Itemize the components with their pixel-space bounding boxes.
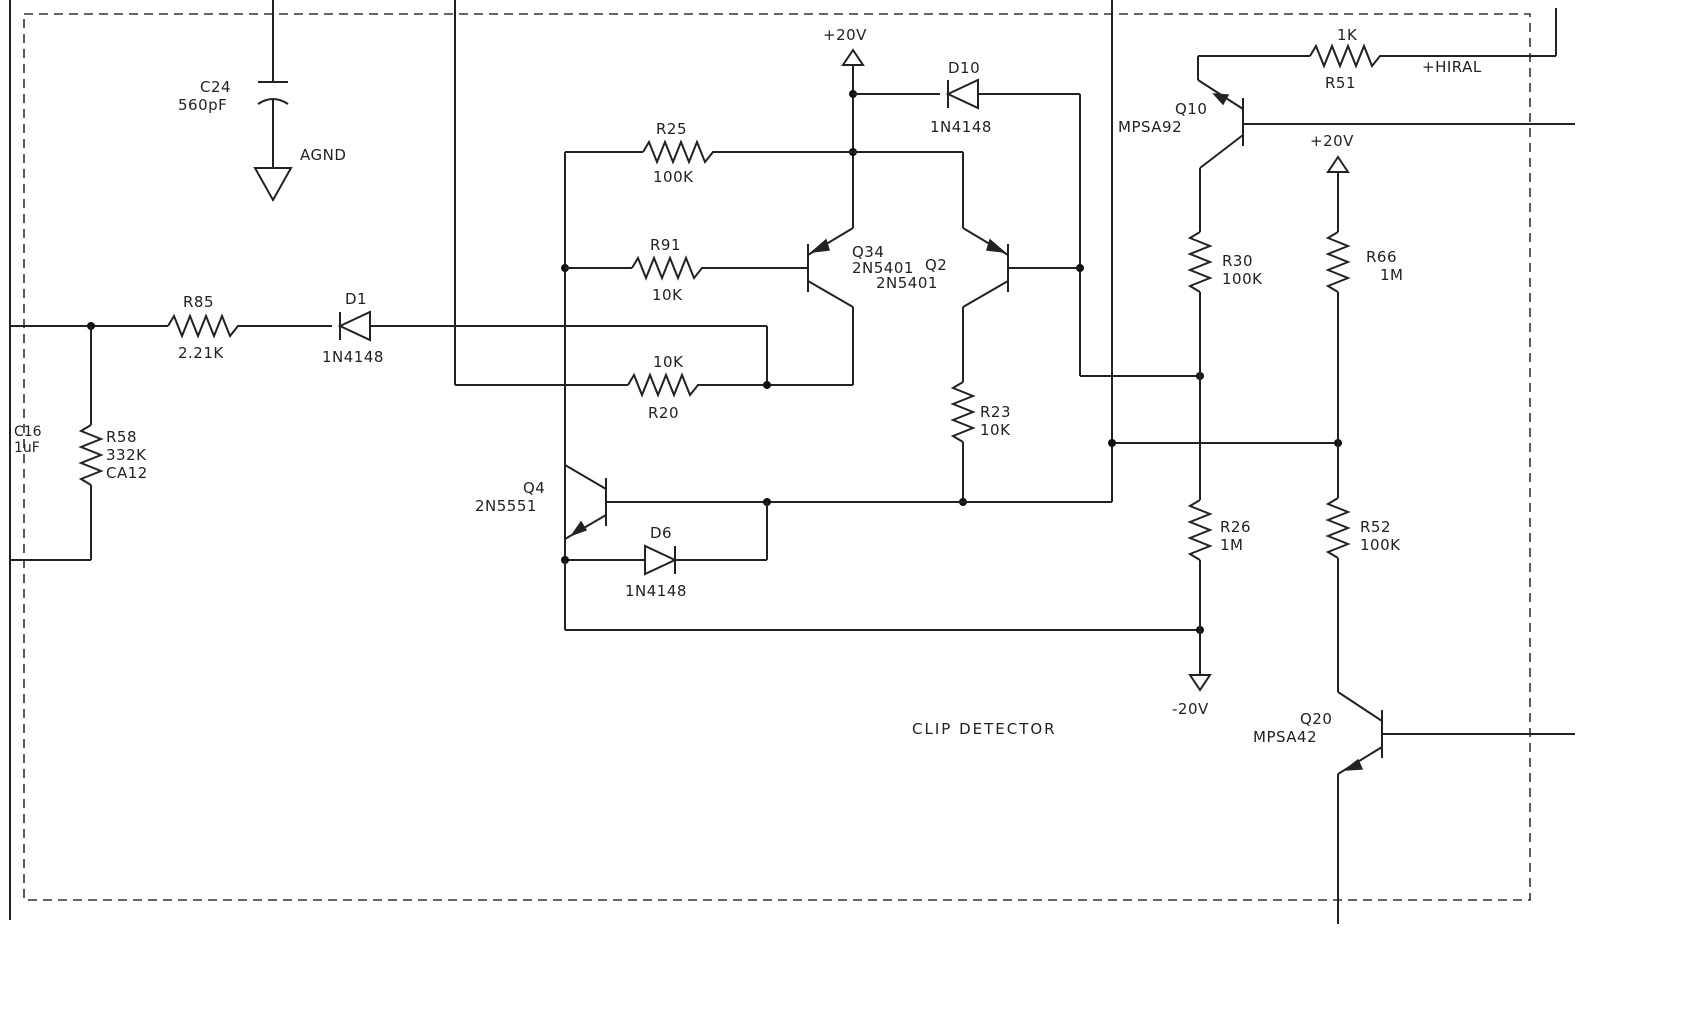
r25-value: 100K <box>653 168 694 186</box>
hiral-label: +HIRAL <box>1422 58 1482 76</box>
r23-ref: R23 <box>980 403 1011 421</box>
d6-ref: D6 <box>650 524 672 542</box>
q2-ref: Q2 <box>925 256 947 274</box>
c24-value: 560pF <box>178 96 227 114</box>
r66-ref: R66 <box>1366 248 1397 266</box>
q34-transistor <box>807 227 854 385</box>
q34-part: 2N5401 <box>852 259 914 277</box>
c24-capacitor <box>257 0 289 168</box>
c16-value: 1uF <box>14 440 40 456</box>
d1-diode <box>337 310 371 342</box>
junction-r20 <box>763 381 771 389</box>
r52-resistor <box>1325 497 1351 559</box>
d1-ref: D1 <box>345 290 367 308</box>
r23-resistor <box>950 381 976 443</box>
junction-mid-left <box>1108 439 1116 447</box>
r51-resistor <box>1309 43 1390 69</box>
r30-resistor <box>1187 231 1213 293</box>
d6-part: 1N4148 <box>625 582 687 600</box>
r30-ref: R30 <box>1222 252 1253 270</box>
r58-resistor <box>78 424 104 486</box>
r23-value: 10K <box>980 421 1011 439</box>
q20-part: MPSA42 <box>1253 728 1317 746</box>
agnd-label: AGND <box>300 146 346 164</box>
q2-part: 2N5401 <box>876 274 938 292</box>
r52-ref: R52 <box>1360 518 1391 536</box>
agnd-ground-symbol <box>253 167 293 203</box>
pos20v-right-label: +20V <box>1310 132 1354 150</box>
clip-detector-boundary <box>23 13 1531 901</box>
neg20v-label: -20V <box>1172 700 1209 718</box>
c24-ref: C24 <box>200 78 231 96</box>
r26-value: 1M <box>1220 536 1244 554</box>
r26-resistor <box>1187 499 1213 561</box>
pos20v-top-arrow <box>841 48 865 66</box>
r91-value: 10K <box>652 286 683 304</box>
r85-resistor <box>167 313 248 339</box>
r66-value: 1M <box>1380 266 1404 284</box>
r52-value: 100K <box>1360 536 1401 554</box>
q20-transistor <box>1337 691 1383 775</box>
q4-part: 2N5551 <box>475 497 537 515</box>
r25-ref: R25 <box>656 120 687 138</box>
d6-diode <box>644 544 678 576</box>
r20-resistor <box>627 372 708 398</box>
q10-transistor <box>1197 79 1244 169</box>
r51-value: 1K <box>1337 26 1358 44</box>
d10-diode <box>945 78 979 110</box>
q34-ref: Q34 <box>852 243 884 261</box>
r58-ref: R58 <box>106 428 137 446</box>
q2-transistor <box>962 227 1080 308</box>
q4-transistor <box>564 464 607 540</box>
pos20v-right-arrow <box>1326 155 1350 173</box>
d10-part: 1N4148 <box>930 118 992 136</box>
r26-ref: R26 <box>1220 518 1251 536</box>
d1-part: 1N4148 <box>322 348 384 366</box>
r85-value: 2.21K <box>178 344 224 362</box>
r25-resistor <box>642 139 720 165</box>
r30-value: 100K <box>1222 270 1263 288</box>
c16-ref: C16 <box>14 424 42 440</box>
neg20v-arrow <box>1188 674 1212 692</box>
r20-ref: R20 <box>648 404 679 422</box>
d10-ref: D10 <box>948 59 980 77</box>
r91-resistor <box>631 255 712 281</box>
r66-resistor <box>1325 231 1351 293</box>
r85-ref: R85 <box>183 293 214 311</box>
r51-ref: R51 <box>1325 74 1356 92</box>
q20-ref: Q20 <box>1300 710 1332 728</box>
r58-extra: CA12 <box>106 464 148 482</box>
q10-part: MPSA92 <box>1118 118 1182 136</box>
q10-ref: Q10 <box>1175 100 1207 118</box>
pos20v-top-label: +20V <box>823 26 867 44</box>
q4-ref: Q4 <box>523 479 545 497</box>
r91-ref: R91 <box>650 236 681 254</box>
section-title: CLIP DETECTOR <box>912 720 1057 738</box>
r58-value: 332K <box>106 446 147 464</box>
r20-value: 10K <box>653 353 684 371</box>
